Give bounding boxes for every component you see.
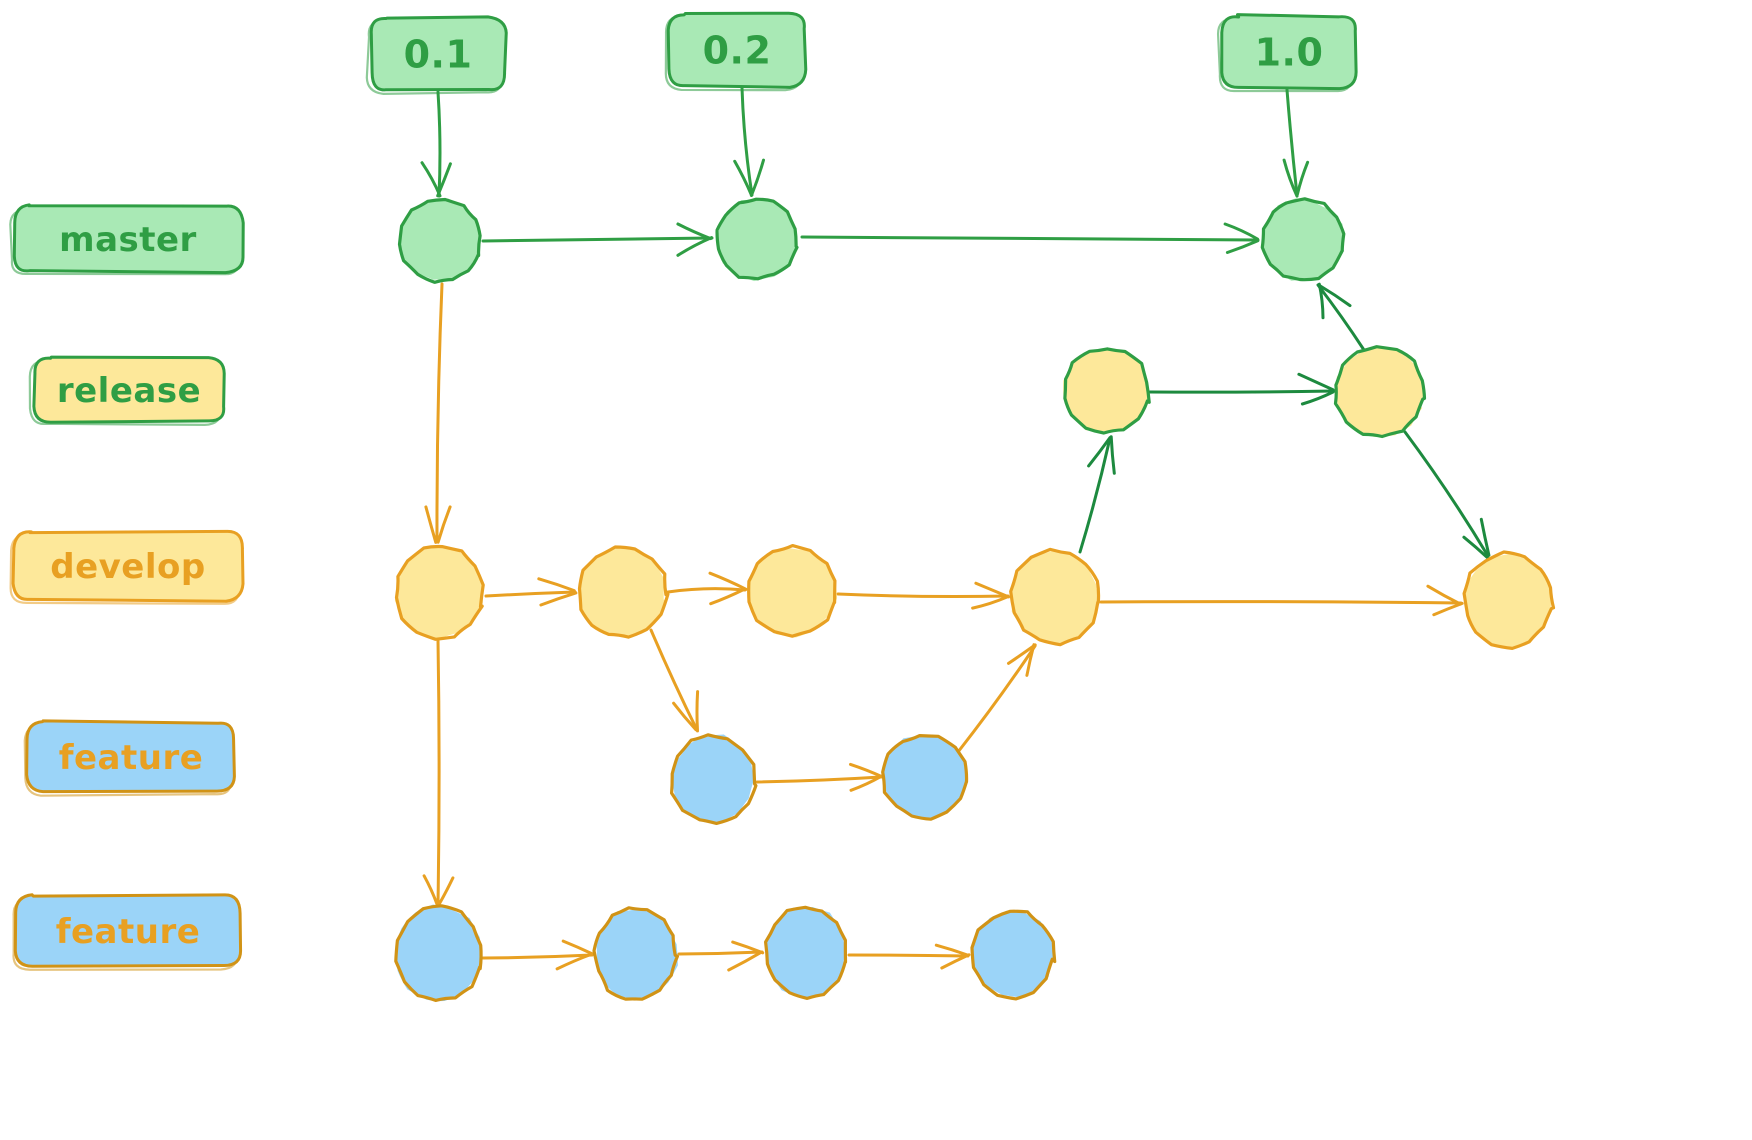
commit-fill (399, 198, 480, 280)
version-tag-shape (369, 15, 508, 92)
version-tag-label: 0.2 (703, 28, 772, 72)
commit-fill (1262, 198, 1344, 281)
commit-fill (395, 904, 482, 1002)
commit-node-d4[interactable] (1009, 547, 1101, 647)
edge-e-f2a-f2b (481, 939, 595, 971)
commit-fill (394, 545, 484, 640)
branch-label-label: feature (59, 738, 204, 778)
commit-fill (716, 198, 798, 282)
edge-e-d1-f2a (422, 638, 455, 907)
commit-fill (579, 547, 667, 638)
commit-node-f1b[interactable] (881, 734, 969, 821)
branch-label-shape (11, 529, 245, 603)
commit-outline (970, 909, 1057, 1001)
edge-e-r2-d5 (1403, 430, 1491, 559)
branch-label-develop[interactable]: develop (9, 529, 245, 605)
edge-e-tag02-m2 (733, 86, 765, 197)
commit-outline (394, 544, 485, 641)
commit-node-m2[interactable] (715, 197, 799, 282)
commit-node-d5[interactable] (1462, 550, 1556, 650)
branch-label-feature2[interactable]: feature (12, 893, 243, 971)
edge-e-f2b-f2c (677, 940, 765, 972)
commit-outline (1333, 345, 1427, 439)
edge-e-m2-m3 (800, 222, 1260, 254)
commit-node-f1a[interactable] (670, 733, 758, 825)
commit-outline (715, 197, 799, 281)
commit-outline (577, 545, 670, 639)
edge-e-f1a-f1b (755, 762, 884, 792)
branch-label-master[interactable]: master (9, 203, 245, 276)
commit-node-f2c[interactable] (764, 905, 848, 1000)
commit-fill (972, 910, 1054, 998)
commit-node-d1[interactable] (394, 544, 485, 641)
edge-e-d4-r1 (1078, 435, 1116, 554)
commit-outline (1260, 197, 1346, 282)
edge-e-d4-d5 (1099, 584, 1464, 617)
branch-label-shape (25, 719, 236, 794)
commit-outline (1063, 347, 1151, 435)
branch-label-label: feature (56, 912, 201, 952)
version-tag-tag-0-2[interactable]: 0.2 (664, 11, 808, 92)
edge-e-f2c-f2d (847, 943, 971, 970)
edge-e-f1b-d4 (956, 643, 1037, 754)
commit-fill (1011, 551, 1100, 644)
commit-fill (748, 547, 838, 638)
commit-node-f2d[interactable] (970, 909, 1057, 1001)
commit-outline (592, 906, 679, 1001)
commit-outline (881, 734, 969, 821)
edge-e-tag10-m3 (1282, 88, 1310, 198)
commit-fill (766, 907, 846, 998)
commit-node-f2b[interactable] (592, 906, 679, 1001)
version-tag-shape (1220, 13, 1358, 91)
branch-label-shape (12, 203, 245, 275)
edge-e-m1-d1 (424, 282, 452, 544)
commit-fill (596, 909, 678, 1000)
edge-e-m1-m2 (481, 222, 714, 257)
commit-node-m1[interactable] (397, 197, 482, 284)
branch-label-feature1[interactable]: feature (23, 719, 236, 797)
commit-node-m3[interactable] (1260, 197, 1346, 282)
commit-node-f2a[interactable] (394, 904, 483, 1002)
edge-e-tag01-m1 (420, 90, 452, 198)
edge-e-d1-d2 (484, 577, 578, 607)
commit-node-d3[interactable] (747, 544, 838, 638)
edge-e-d3-d4 (836, 581, 1011, 610)
commit-outline (670, 733, 758, 825)
version-tag-shape (666, 11, 808, 89)
commit-outline (1462, 550, 1556, 650)
commit-outline (1009, 547, 1101, 647)
commit-node-d2[interactable] (577, 545, 670, 639)
commit-fill (1335, 347, 1426, 437)
version-tag-label: 0.1 (404, 32, 473, 76)
branch-label-label: develop (50, 547, 205, 587)
version-tag-tag-0-1[interactable]: 0.1 (365, 15, 508, 95)
commit-outline (764, 905, 848, 1000)
commit-fill (1464, 553, 1553, 649)
edge-e-r2-m3 (1316, 282, 1366, 352)
branch-label-release[interactable]: release (28, 355, 226, 426)
commit-fill (883, 735, 967, 821)
branch-label-label: master (59, 220, 197, 260)
version-tag-label: 1.0 (1255, 30, 1324, 74)
commit-outline (747, 544, 837, 638)
commit-node-r1[interactable] (1063, 347, 1151, 435)
commit-outline (397, 197, 482, 284)
commit-node-r2[interactable] (1333, 345, 1427, 439)
commit-fill (1063, 348, 1148, 432)
version-tag-tag-1-0[interactable]: 1.0 (1216, 13, 1358, 93)
edge-e-d2-f1a (649, 628, 700, 733)
branch-label-label: release (57, 371, 201, 411)
commit-fill (670, 734, 756, 823)
branch-label-shape (32, 355, 226, 424)
edge-e-d2-d3 (666, 571, 748, 606)
branch-label-shape (13, 893, 243, 968)
edge-e-r1-r2 (1148, 372, 1336, 406)
commit-outline (394, 904, 483, 1002)
